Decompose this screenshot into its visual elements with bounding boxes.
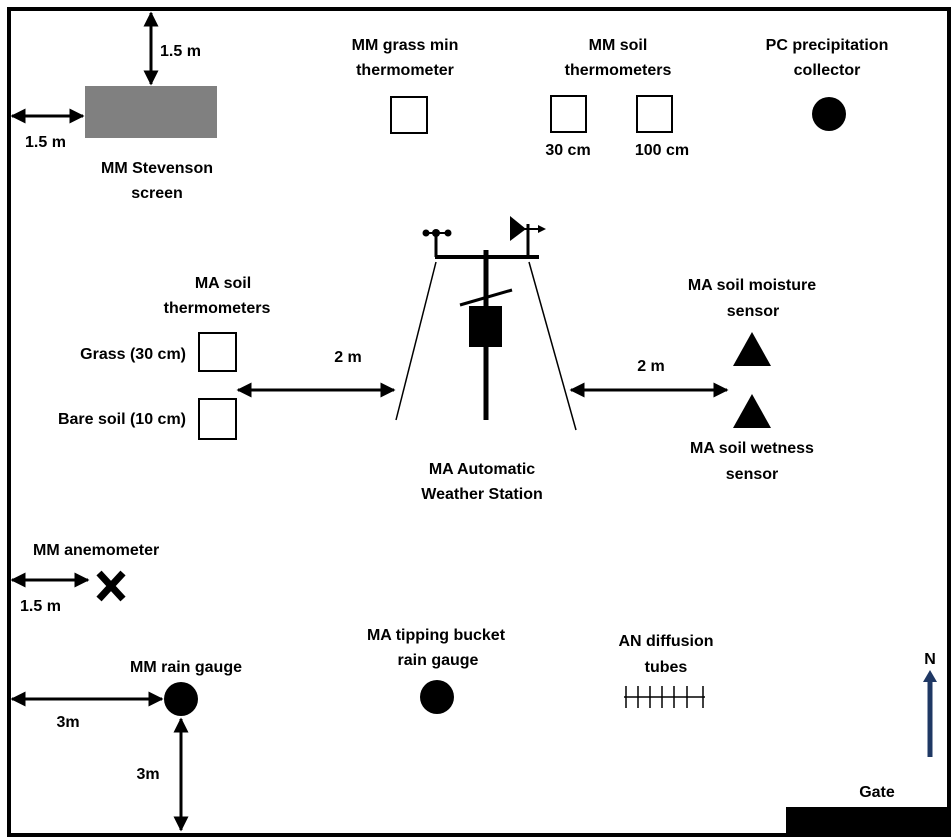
anemometer-left-distance: 1.5 m (20, 598, 61, 615)
aws-label-line1: MA Automatic (429, 461, 535, 478)
mm-soil-thermometer-30cm-box (550, 95, 587, 133)
tipping-bucket-label-line2: rain gauge (398, 652, 479, 669)
anemometer-symbol (96, 570, 126, 602)
soil-wetness-sensor-label-line1: MA soil wetness (690, 440, 814, 457)
diffusion-tubes-symbol (624, 686, 705, 708)
precip-collector-label-line2: collector (794, 62, 861, 79)
ma-soil-thermometer-grass-box (198, 332, 237, 372)
tipping-bucket-label-line1: MA tipping bucket (367, 627, 506, 644)
grass-min-thermometer-label-line2: thermometer (356, 62, 454, 79)
screen-top-distance: 1.5 m (160, 43, 201, 60)
precip-collector-label-line1: PC precipitation (766, 37, 889, 54)
grass-min-thermometer-label-line1: MM grass min (352, 37, 459, 54)
gate (786, 807, 949, 835)
north-label: N (924, 651, 936, 668)
tipping-bucket-symbol (420, 680, 454, 714)
ma-soil-thermometer-bare-soil-box (198, 398, 237, 440)
gate-label: Gate (859, 784, 895, 801)
rain-gauge-bottom-distance: 3m (136, 766, 159, 783)
stevenson-screen-label-line1: MM Stevenson (101, 160, 213, 177)
grass-30-label: Grass (30 cm) (80, 346, 186, 363)
soil-moisture-sensor-label-line1: MA soil moisture (688, 277, 816, 294)
automatic-weather-station-icon (395, 216, 577, 431)
aws-right-distance: 2 m (637, 358, 665, 375)
mm-soil-thermometers-label-line1: MM soil (589, 37, 648, 54)
soil-wetness-sensor-label-line2: sensor (726, 466, 778, 483)
soil-moisture-sensor-symbol (733, 332, 771, 366)
enclosure-border (7, 7, 951, 837)
ma-soil-thermometers-label-line1: MA soil (195, 275, 251, 292)
aws-left-distance: 2 m (334, 349, 362, 366)
soil-wetness-sensor-symbol (733, 394, 771, 428)
aws-label-line2: Weather Station (421, 486, 543, 503)
grass-min-thermometer-box (390, 96, 428, 134)
screen-left-distance: 1.5 m (25, 134, 66, 151)
mm-soil-thermometers-label-line2: thermometers (565, 62, 672, 79)
bare-soil-10-label: Bare soil (10 cm) (58, 411, 186, 428)
stevenson-screen-label-line2: screen (131, 185, 183, 202)
north-arrow-icon (923, 670, 937, 757)
anemometer-label: MM anemometer (33, 542, 159, 559)
diffusion-tubes-label-line2: tubes (645, 659, 688, 676)
soil-moisture-sensor-label-line2: sensor (727, 303, 779, 320)
soil-depth-30-label: 30 cm (545, 142, 590, 159)
precip-collector-symbol (812, 97, 846, 131)
ma-soil-thermometers-label-line2: thermometers (164, 300, 271, 317)
soil-depth-100-label: 100 cm (635, 142, 689, 159)
stevenson-screen (85, 86, 217, 138)
mm-soil-thermometer-100cm-box (636, 95, 673, 133)
mm-rain-gauge-label: MM rain gauge (130, 659, 242, 676)
diffusion-tubes-label-line1: AN diffusion (618, 633, 713, 650)
rain-gauge-left-distance: 3m (56, 714, 79, 731)
mm-rain-gauge-symbol (164, 682, 198, 716)
